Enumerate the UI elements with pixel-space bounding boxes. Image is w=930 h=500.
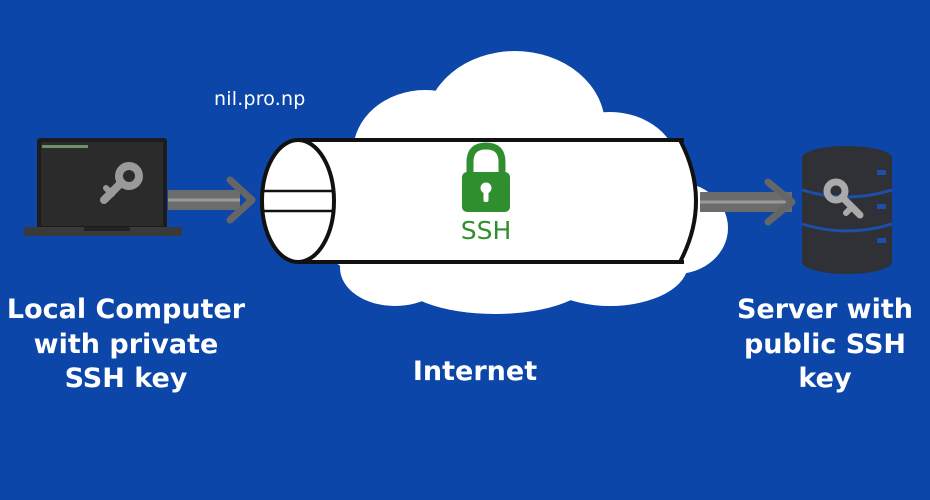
tunnel-label: SSH [460, 216, 512, 245]
server-key-icon [823, 178, 864, 219]
local-label-line-3: SSH key [64, 363, 188, 395]
internet-label: Internet [412, 356, 538, 387]
left-arrow-icon [168, 176, 256, 224]
local-computer-label: Local Computer with private SSH key [0, 293, 252, 397]
laptop-icon [24, 138, 182, 236]
local-label-line-2: with private [33, 328, 219, 360]
local-label-line-1: Local Computer [6, 294, 246, 325]
server-label: Server with public SSH key [720, 293, 930, 397]
watermark-text: nil.pro.np [214, 88, 306, 110]
server-label-line-3: key [798, 363, 852, 395]
server-label-line-1: Server with [736, 294, 914, 325]
database-server-icon [801, 146, 893, 274]
server-label-line-2: public SSH [743, 328, 907, 360]
padlock-icon [462, 142, 510, 212]
key-icon [100, 162, 143, 204]
right-arrow-icon [700, 178, 796, 226]
